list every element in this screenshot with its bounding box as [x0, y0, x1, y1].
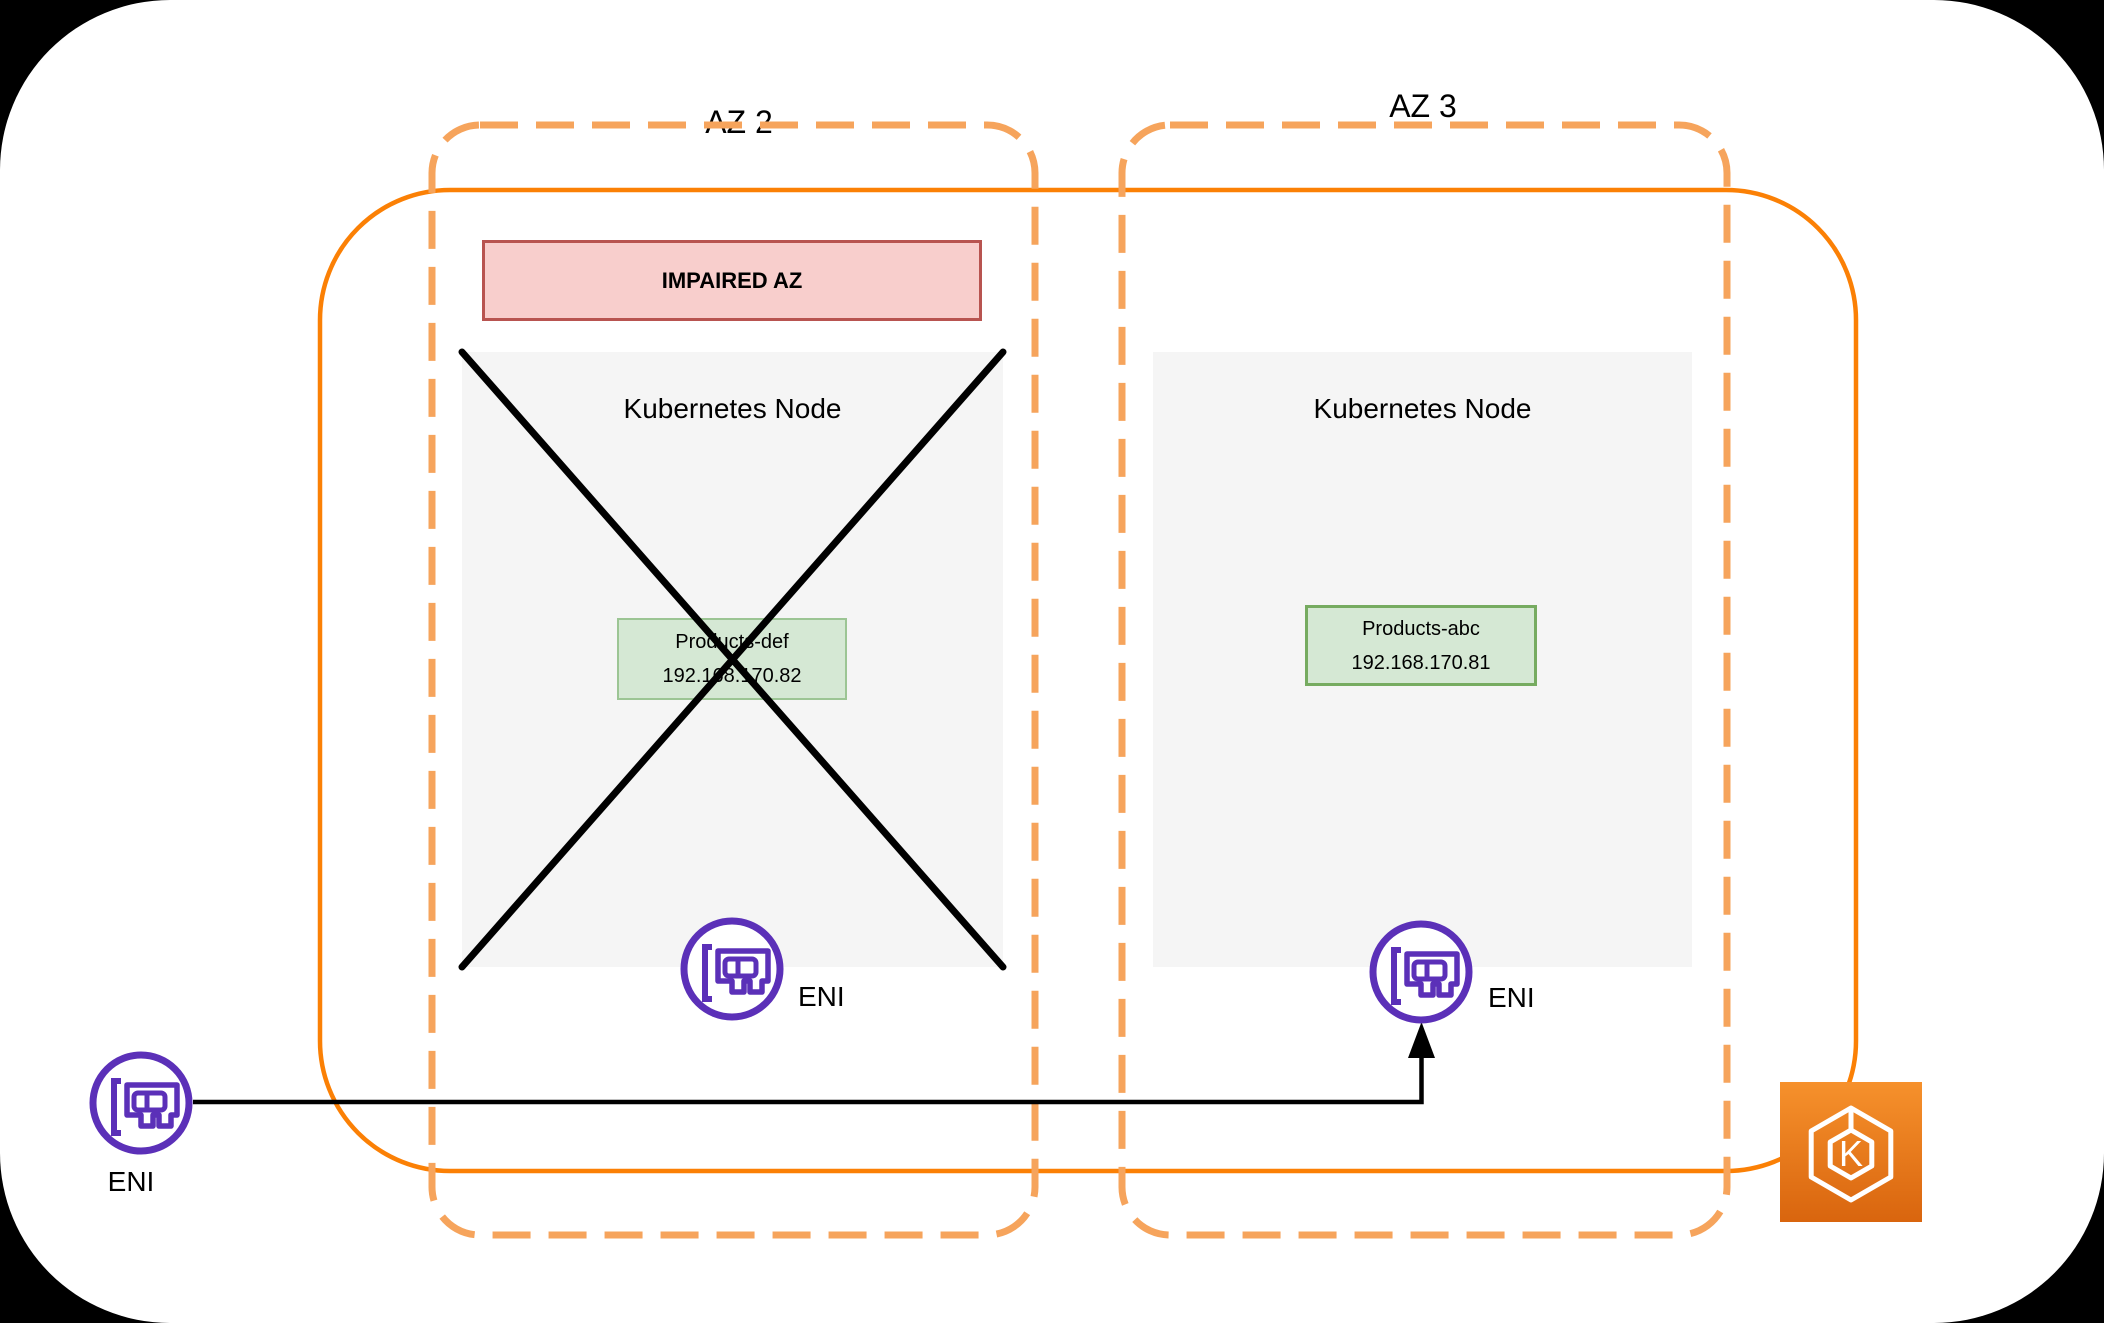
cluster-boundary-solid	[317, 187, 1859, 1174]
eni-label-left-node: ENI	[798, 981, 845, 1012]
kubernetes-node-left-title: Kubernetes Node	[623, 393, 842, 424]
pod-products-def: Products-def 192.168.170.82	[617, 618, 847, 700]
eni-icon-external	[89, 1051, 193, 1155]
az3-boundary-dashed	[1118, 121, 1731, 1239]
pod-products-abc-name: Products-abc	[1362, 617, 1480, 640]
eni-icon-right-node	[1369, 920, 1473, 1024]
eni-reattach-arrowhead	[1408, 1022, 1435, 1058]
eks-inner-hexagon	[1827, 1127, 1875, 1181]
impaired-az-banner-text: IMPAIRED AZ	[661, 267, 803, 293]
pod-products-def-ip: 192.168.170.82	[662, 665, 802, 687]
pod-products-def-name: Products-def	[675, 631, 789, 653]
eni-label-external: ENI	[107, 1166, 155, 1197]
eks-hexagon-outline	[1808, 1105, 1894, 1203]
eni-icon-left-node	[680, 917, 784, 1021]
eks-k-letter: K	[1839, 1133, 1863, 1174]
az2-boundary-dashed	[428, 121, 1039, 1239]
impaired-node-cross-icon	[458, 348, 1007, 971]
az3-label: AZ 3	[1389, 88, 1457, 124]
pod-products-abc-ip: 192.168.170.81	[1351, 651, 1491, 674]
pod-products-abc: Products-abc 192.168.170.81	[1305, 605, 1537, 686]
eks-icon: K	[1780, 1082, 1922, 1222]
kubernetes-node-right-title: Kubernetes Node	[1313, 393, 1532, 424]
eni-label-right-node: ENI	[1488, 982, 1535, 1013]
eni-reattach-arrow	[193, 1056, 1424, 1105]
impaired-az-banner: IMPAIRED AZ	[482, 240, 982, 321]
